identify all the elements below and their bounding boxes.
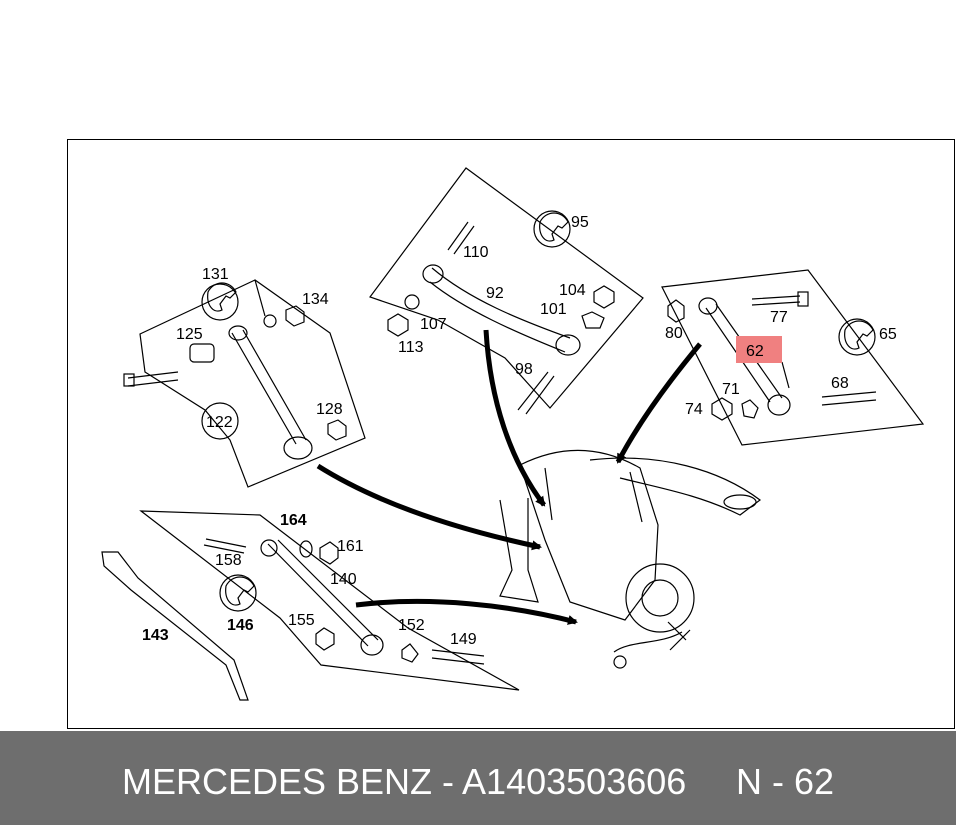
rod-end-62-top [698, 297, 718, 315]
nut-80 [667, 299, 685, 323]
callout-113: 113 [398, 339, 424, 356]
callout-143: 143 [142, 627, 169, 644]
washer-164 [299, 540, 313, 558]
footer-bar: MERCEDES BENZ - A1403503606 N - 62 [0, 731, 956, 825]
washer-134a [263, 314, 277, 328]
bolt-head-77 [797, 291, 809, 307]
group-outline-92 [369, 167, 644, 409]
callout-68: 68 [831, 375, 849, 392]
link-rod-122 [231, 329, 307, 445]
washer-101 [581, 311, 605, 329]
callout-146: 146 [227, 617, 254, 634]
nut-134 [285, 305, 305, 327]
callout-122: 122 [206, 414, 233, 431]
bolt-110 [447, 221, 475, 255]
callout-74: 74 [685, 401, 703, 418]
arrow-92-to-carrier [483, 329, 546, 507]
callout-107: 107 [420, 316, 447, 333]
arrow-62-to-carrier [615, 342, 702, 464]
group-outline-62 [661, 269, 925, 446]
nut-128 [327, 419, 347, 441]
rod-end-92-right [555, 334, 581, 356]
wrench-circle-95 [533, 210, 571, 248]
callout-131: 131 [202, 266, 229, 283]
highlight-62 [736, 336, 782, 363]
wrench-icon [539, 212, 569, 242]
arrow-140-to-carrier [355, 598, 578, 625]
part-number-caption: MERCEDES BENZ - A1403503606 [122, 761, 687, 802]
bolt-158 [203, 538, 247, 554]
nut-161 [319, 541, 339, 565]
rod-end-92-left [422, 264, 444, 284]
callout-164: 164 [280, 512, 307, 529]
rod-end-140-top [260, 539, 278, 557]
callout-140: 140 [330, 571, 357, 588]
bolt-98 [517, 371, 555, 415]
callout-125: 125 [176, 326, 203, 343]
group-outline-140 [139, 510, 520, 691]
page-reference: N - 62 [736, 761, 835, 802]
group-outline-122 [139, 279, 366, 488]
callout-134: 134 [302, 291, 329, 308]
nut-74 [711, 397, 733, 421]
callout-95: 95 [571, 214, 589, 231]
wrench-circle-131 [201, 283, 239, 321]
callout-149: 149 [450, 631, 477, 648]
washer-107 [404, 294, 420, 310]
bolt-125 [127, 371, 179, 387]
leader-122 [254, 279, 266, 317]
wrench-circle-65 [838, 318, 876, 356]
washer-71 [741, 399, 759, 419]
part-143-strip [101, 551, 249, 701]
axle-carrier-assembly [499, 449, 762, 669]
rod-end-62-bottom [767, 394, 791, 416]
callout-71: 71 [722, 381, 740, 398]
callout-101: 101 [540, 301, 567, 318]
rod-end-122-bottom [283, 436, 313, 460]
link-arm-140 [267, 539, 379, 647]
callout-158: 158 [215, 552, 242, 569]
callout-110: 110 [463, 244, 489, 261]
wrench-icon [225, 576, 255, 606]
callout-98: 98 [515, 361, 533, 378]
bolt-149 [431, 649, 485, 665]
rod-end-140-bottom [360, 634, 384, 656]
callout-65: 65 [879, 326, 897, 343]
callout-circle-122 [201, 402, 239, 440]
arrow-122-to-carrier [316, 463, 542, 551]
link-arm-92 [429, 267, 571, 353]
bolt-77 [751, 295, 801, 306]
callout-92: 92 [486, 285, 504, 302]
callout-80: 80 [665, 325, 683, 342]
bolt-68 [821, 391, 877, 406]
nut-104 [593, 285, 615, 309]
callout-62: 62 [746, 343, 764, 360]
callout-152: 152 [398, 617, 425, 634]
rod-end-122-top [228, 325, 248, 341]
wrench-icon [207, 282, 237, 312]
wrench-circle-146 [219, 574, 257, 612]
callout-128: 128 [316, 401, 343, 418]
nut-155 [315, 627, 335, 651]
bushing-125 [189, 343, 215, 363]
bolt-head-125 [123, 373, 135, 387]
wrench-icon [844, 320, 874, 350]
parts-diagram-frame [67, 139, 955, 729]
callout-77: 77 [770, 309, 788, 326]
callout-104: 104 [559, 282, 586, 299]
leader-62 [781, 361, 790, 389]
nut-113 [387, 313, 409, 337]
callout-161: 161 [337, 538, 364, 555]
washer-152 [401, 643, 419, 663]
parts-diagram: 131 134 125 122 128 110 95 92 104 101 10… [101, 167, 925, 701]
callout-155: 155 [288, 612, 315, 629]
